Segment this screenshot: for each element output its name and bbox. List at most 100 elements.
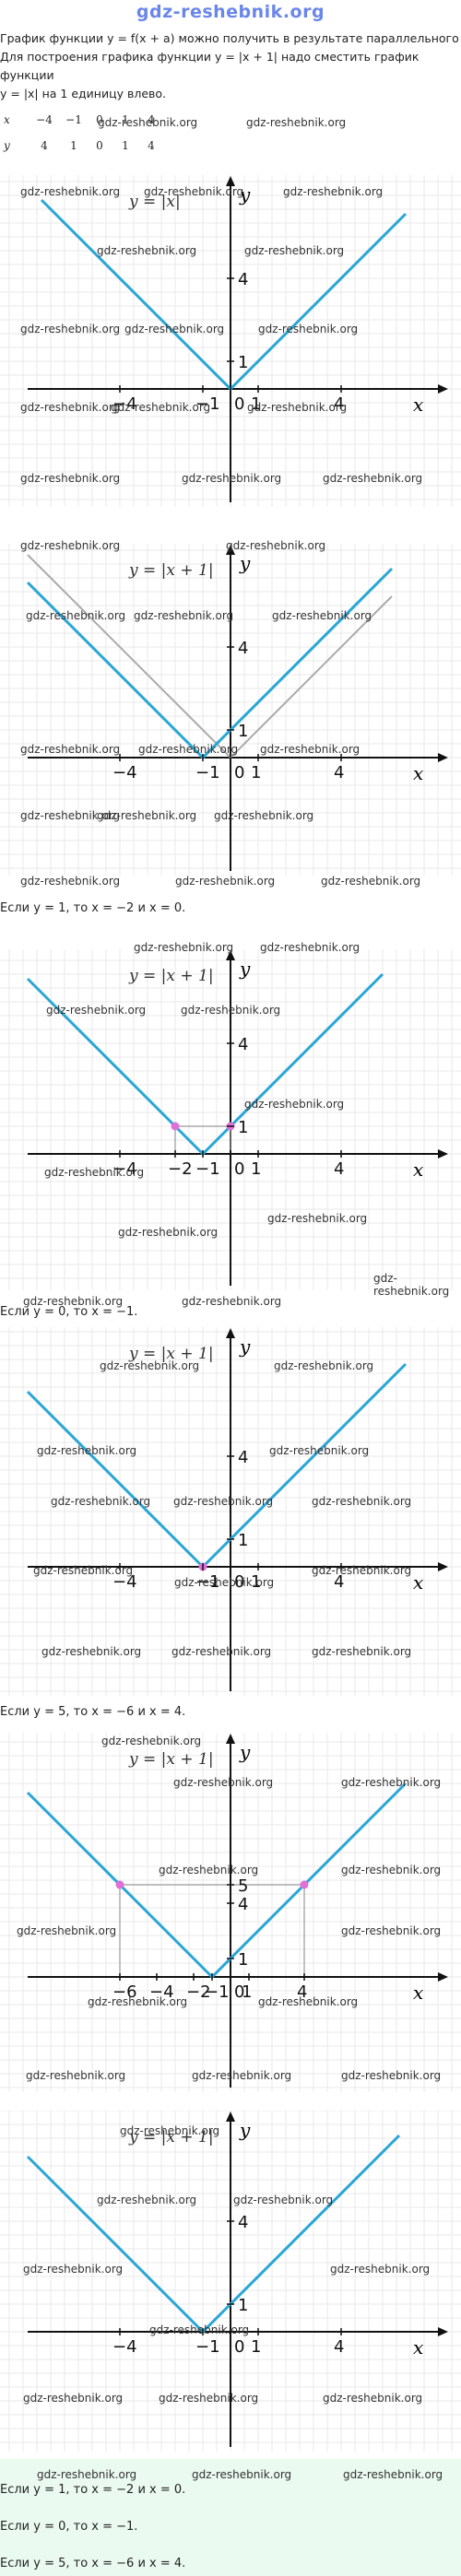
grid <box>0 2111 461 2452</box>
x-tick-label: −2 <box>168 1159 193 1179</box>
x-tick-label: −4 <box>112 1572 137 1592</box>
watermark: gdz-reshebnik.org <box>283 185 384 198</box>
x-tick-label: 1 <box>251 1159 261 1179</box>
watermark: gdz-reshebnik.org <box>124 323 225 335</box>
x-tick-label: 0 <box>234 763 244 782</box>
watermark: gdz-reshebnik.org <box>149 2323 250 2336</box>
watermark: gdz-reshebnik.org <box>192 2069 292 2082</box>
x-tick-label: 0 <box>234 1572 244 1592</box>
x-tick-label: 1 <box>251 763 261 782</box>
x-tick-label: 1 <box>251 1572 261 1592</box>
table-cell: 4 <box>41 139 48 152</box>
watermark: gdz-reshebnik.org <box>226 539 326 552</box>
x-tick-label: 1 <box>251 394 261 414</box>
watermark: gdz-reshebnik.org <box>373 1272 450 1298</box>
watermark: gdz-reshebnik.org <box>244 244 345 257</box>
watermark: gdz-reshebnik.org <box>312 1564 412 1577</box>
watermark: gdz-reshebnik.org <box>341 1924 442 1937</box>
y-axis-name: y <box>239 552 251 574</box>
watermark: gdz-reshebnik.org <box>23 2263 124 2276</box>
intro-line-2: Для построения графика функции y = |x + … <box>0 50 420 82</box>
watermark: gdz-reshebnik.org <box>312 1645 412 1658</box>
watermark: gdz-reshebnik.org <box>312 1495 412 1508</box>
table-cell: −1 <box>65 113 82 126</box>
x-tick-label: 4 <box>334 1159 344 1179</box>
watermark: gdz-reshebnik.org <box>341 1864 442 1876</box>
site-logo[interactable]: gdz-reshebnik.org <box>136 2 325 22</box>
x-tick-label: 4 <box>334 394 344 414</box>
y-axis-name: y <box>239 958 251 980</box>
function-label: y = |x| <box>128 193 181 211</box>
x-axis-arrow <box>438 1149 448 1159</box>
x-tick-label: −1 <box>195 394 220 414</box>
watermark: gdz-reshebnik.org <box>182 472 282 485</box>
x-tick-label: −1 <box>195 763 220 782</box>
x-axis-name: x <box>413 1571 423 1594</box>
y-tick-label: 1 <box>238 722 248 741</box>
marked-point <box>300 1880 309 1889</box>
watermark: gdz-reshebnik.org <box>88 1995 188 2008</box>
watermark: gdz-reshebnik.org <box>98 116 198 129</box>
watermark: gdz-reshebnik.org <box>100 1359 200 1372</box>
watermark: gdz-reshebnik.org <box>26 609 126 622</box>
y-tick-label: 4 <box>238 639 248 658</box>
function-label: y = |x + 1| <box>128 2128 214 2147</box>
x-tick-label: 4 <box>334 763 344 782</box>
x-axis-arrow <box>438 1562 448 1571</box>
function-label: y = |x + 1| <box>128 1345 214 1363</box>
y-axis-name: y <box>239 183 251 206</box>
x-axis-name: x <box>413 2336 423 2358</box>
watermark: gdz-reshebnik.org <box>37 2468 137 2481</box>
marked-point <box>115 1880 124 1889</box>
x-tick-label: −1 <box>195 1159 220 1179</box>
x-tick-label: −4 <box>112 394 137 414</box>
watermark: gdz-reshebnik.org <box>118 1226 219 1239</box>
y-axis-arrow <box>226 2111 235 2122</box>
watermark: gdz-reshebnik.org <box>159 1864 259 1876</box>
x-tick-label: 0 <box>234 1159 244 1179</box>
y-axis-arrow <box>226 950 235 960</box>
x-tick-label: 4 <box>334 2337 344 2357</box>
watermark: gdz-reshebnik.org <box>267 1212 368 1225</box>
y-tick-label: 1 <box>238 2296 248 2315</box>
watermark: gdz-reshebnik.org <box>192 2468 292 2481</box>
watermark: gdz-reshebnik.org <box>246 116 347 129</box>
x-axis-name: x <box>413 1982 423 2004</box>
watermark: gdz-reshebnik.org <box>20 472 121 485</box>
watermark: gdz-reshebnik.org <box>37 1444 137 1457</box>
watermark: gdz-reshebnik.org <box>175 875 276 888</box>
x-axis-name: x <box>413 394 423 416</box>
y-tick-label: 5 <box>238 1876 248 1896</box>
intro-line-3: y = |x| на 1 единицу влево. <box>0 87 167 100</box>
x-axis-arrow <box>438 1972 448 1982</box>
intro-text: График функции y = f(x + a) можно получи… <box>0 29 461 159</box>
watermark: gdz-reshebnik.org <box>182 1295 282 1308</box>
watermark: gdz-reshebnik.org <box>41 1645 142 1658</box>
watermark: gdz-reshebnik.org <box>120 2124 220 2137</box>
watermark: gdz-reshebnik.org <box>20 743 121 756</box>
table-cell: −4 <box>36 113 53 126</box>
watermark: gdz-reshebnik.org <box>323 472 423 485</box>
watermark: gdz-reshebnik.org <box>20 323 121 335</box>
watermark: gdz-reshebnik.org <box>274 1359 374 1372</box>
x-tick-label: −4 <box>149 1982 174 2002</box>
marked-point <box>171 1122 180 1131</box>
graph-line <box>40 198 408 392</box>
watermark: gdz-reshebnik.org <box>20 401 121 414</box>
watermark: gdz-reshebnik.org <box>159 2392 259 2405</box>
watermark: gdz-reshebnik.org <box>44 1166 145 1179</box>
watermark: gdz-reshebnik.org <box>101 1735 202 1747</box>
watermark: gdz-reshebnik.org <box>214 809 314 822</box>
y-axis-name: y <box>239 1335 251 1358</box>
caption-3: Если y = 5, то x = −6 и x = 4. <box>0 1705 186 1719</box>
y-tick-label: 4 <box>238 1448 248 1467</box>
watermark: gdz-reshebnik.org <box>173 1495 274 1508</box>
graph-line <box>26 567 394 760</box>
watermark: gdz-reshebnik.org <box>341 2069 442 2082</box>
